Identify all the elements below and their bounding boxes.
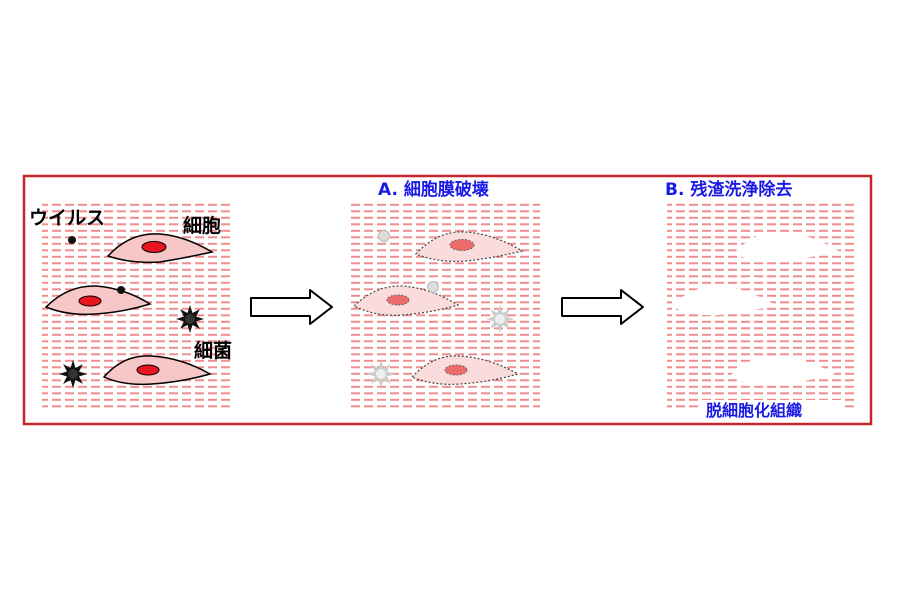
panel-debris-removal: B. 残渣洗浄除去 脱細胞化組織 <box>665 179 857 420</box>
removed-cell-space <box>729 355 835 385</box>
caption-background <box>700 400 842 420</box>
cell-icon <box>106 233 215 264</box>
cell-icon <box>102 355 212 386</box>
bacteria-icon <box>59 360 87 388</box>
virus-icon <box>427 281 439 293</box>
panel-a-title: A. 細胞膜破壊 <box>378 179 490 200</box>
bacteria-icon <box>367 360 395 388</box>
cell-label: 細胞 <box>183 214 221 237</box>
removed-cell-space <box>733 231 839 262</box>
panel-membrane-disruption: A. 細胞膜破壊 <box>350 179 540 408</box>
panel-b-title: B. 残渣洗浄除去 <box>665 179 792 200</box>
panel-infected-tissue: ウイルス 細胞 細菌 <box>29 203 232 408</box>
decellularized-tissue-caption: 脱細胞化組織 <box>706 401 802 420</box>
bacteria-icon <box>176 305 204 333</box>
cell-icon <box>414 231 524 262</box>
virus-icon <box>117 286 125 294</box>
bacteria-icon <box>486 305 514 333</box>
arrow-right-icon <box>561 289 644 325</box>
cell-icon <box>44 285 152 316</box>
removed-cell-space <box>671 285 775 316</box>
bacteria-label: 細菌 <box>194 339 232 362</box>
virus-icon <box>378 230 390 242</box>
cell-icon <box>352 285 460 316</box>
virus-label: ウイルス <box>29 207 105 229</box>
virus-icon <box>68 236 76 244</box>
cell-icon <box>410 355 520 385</box>
arrow-right-icon <box>250 289 333 325</box>
